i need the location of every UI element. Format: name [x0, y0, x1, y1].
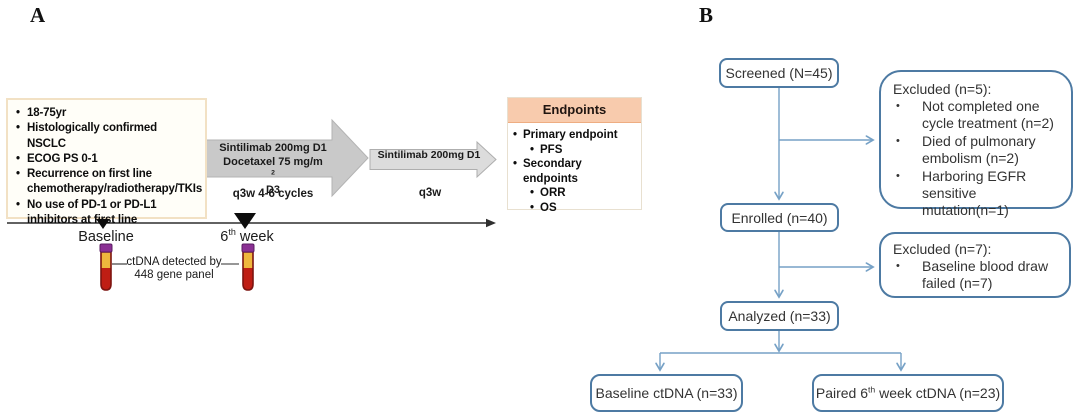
- bullet-icon: •: [513, 158, 518, 171]
- endpoint-subitem: • ORR: [530, 186, 638, 201]
- endpoint-item: • Primary endpoint: [513, 128, 638, 143]
- criteria-text: Histologically confirmed NSCLC: [27, 122, 157, 150]
- treatment-arrow: [203, 118, 369, 198]
- excluded5-text: Not completed one cycle treatment (n=2): [922, 98, 1054, 132]
- ctdna-note-line2: 448 gene panel: [134, 269, 214, 281]
- flow-box-excluded-7: Excluded (n=7): • Baseline blood draw fa…: [879, 232, 1071, 298]
- maintenance-arrow: [369, 140, 497, 179]
- bullet-icon: •: [16, 168, 20, 181]
- criteria-text: ECOG PS 0-1: [27, 152, 98, 165]
- criteria-text: Recurrence on first line chemotherapy/ra…: [27, 168, 203, 196]
- bullet-icon: •: [530, 187, 535, 200]
- flow-box-excluded-5: Excluded (n=5): • Not completed one cycl…: [879, 70, 1073, 218]
- flow-box-screened: Screened (N=45): [719, 58, 839, 88]
- timeline-marker-week6-icon: [234, 213, 256, 229]
- criteria-text: No use of PD-1 or PD-L1 inhibitors at fi…: [27, 198, 157, 227]
- analyzed-label: Analyzed (n=33): [728, 308, 831, 324]
- bullet-icon: •: [16, 122, 20, 135]
- flow-box-analyzed: Analyzed (n=33): [720, 301, 839, 331]
- criteria-text: 18-75yr: [27, 107, 67, 119]
- baseline-ctdna-label: Baseline ctDNA (n=33): [595, 385, 738, 401]
- screened-label: Screened (N=45): [725, 65, 833, 81]
- bullet-icon: •: [530, 201, 535, 214]
- criteria-item: • 18-75yr: [16, 106, 198, 121]
- excluded5-item: • Harboring EGFR sensitive mutation(n=1): [893, 168, 1063, 220]
- blood-tube-icon: [99, 243, 113, 291]
- endpoints-list: • Primary endpoint • PFS • Secondary end…: [508, 123, 641, 216]
- flow-box-baseline-ctdna: Baseline ctDNA (n=33): [590, 374, 743, 412]
- flow-connectors: [655, 88, 906, 372]
- criteria-item: • Histologically confirmed NSCLC: [16, 121, 198, 152]
- excluded5-text: Harboring EGFR sensitive mutation(n=1): [922, 167, 1027, 219]
- maintenance-arrow-label: Sintilimab 200mg D1: [377, 149, 481, 161]
- panel-b-label: B: [699, 3, 714, 27]
- bullet-icon: •: [16, 152, 20, 165]
- drug1-label: Sintilimab 200mg D1: [219, 142, 327, 154]
- criteria-item: • No use of PD-1 or PD-L1 inhibitors at …: [16, 198, 198, 229]
- bullet-icon: •: [513, 129, 518, 141]
- timeline-arrowhead-icon: [486, 218, 496, 228]
- endpoints-title: Endpoints: [508, 98, 641, 123]
- excluded7-title: Excluded (n=7):: [893, 241, 992, 257]
- blood-tube-icon: [241, 243, 255, 291]
- maintenance-schedule-label: q3w: [418, 187, 442, 199]
- bullet-icon: •: [16, 198, 20, 211]
- endpoints-box: Endpoints • Primary endpoint • PFS • Sec…: [507, 97, 642, 214]
- bullet-icon: •: [896, 169, 900, 182]
- endpoint-text: Primary endpoint: [523, 129, 618, 141]
- criteria-item: • Recurrence on first line chemotherapy/…: [16, 167, 202, 198]
- flow-box-enrolled: Enrolled (n=40): [720, 203, 839, 232]
- endpoint-text: PFS: [540, 143, 563, 156]
- treatment-schedule-label: q3w 4-6 cycles: [232, 188, 314, 200]
- panel-a-label: A: [30, 3, 46, 27]
- bullet-icon: •: [896, 100, 900, 112]
- endpoint-text: OS: [540, 201, 557, 214]
- criteria-item: • ECOG PS 0-1: [16, 152, 198, 167]
- excluded5-text: Died of pulmonary embolism (n=2): [922, 132, 1036, 167]
- eligibility-criteria-box: • 18-75yr • Histologically confirmed NSC…: [6, 98, 207, 226]
- bullet-icon: •: [16, 107, 20, 119]
- ctdna-note-line1: ctDNA detected by: [126, 256, 222, 268]
- endpoint-text: ORR: [540, 187, 566, 200]
- bullet-icon: •: [896, 134, 900, 147]
- ctdna-note: ctDNA detected by 448 gene panel: [126, 256, 222, 282]
- endpoint-subitem: • PFS: [530, 143, 638, 158]
- timeline-week6-label: 6th week: [220, 227, 274, 245]
- endpoint-item: • Secondary endpoints: [513, 157, 638, 186]
- excluded7-text: Baseline blood draw failed (n=7): [922, 258, 1049, 292]
- excluded5-title: Excluded (n=5):: [893, 81, 992, 97]
- endpoint-text: Secondary endpoints: [523, 158, 582, 185]
- timeline-baseline-label: Baseline: [78, 229, 134, 245]
- excluded5-item: • Died of pulmonary embolism (n=2): [893, 133, 1063, 168]
- enrolled-label: Enrolled (n=40): [731, 209, 828, 226]
- bullet-icon: •: [530, 143, 535, 156]
- bullet-icon: •: [896, 260, 900, 272]
- excluded7-item: • Baseline blood draw failed (n=7): [893, 258, 1061, 293]
- flow-box-paired-ctdna: Paired 6th week ctDNA (n=23): [812, 374, 1004, 412]
- paired-ctdna-label: Paired 6th week ctDNA (n=23): [815, 384, 1001, 401]
- excluded5-item: • Not completed one cycle treatment (n=2…: [893, 98, 1063, 133]
- endpoint-subitem: • OS: [530, 201, 638, 216]
